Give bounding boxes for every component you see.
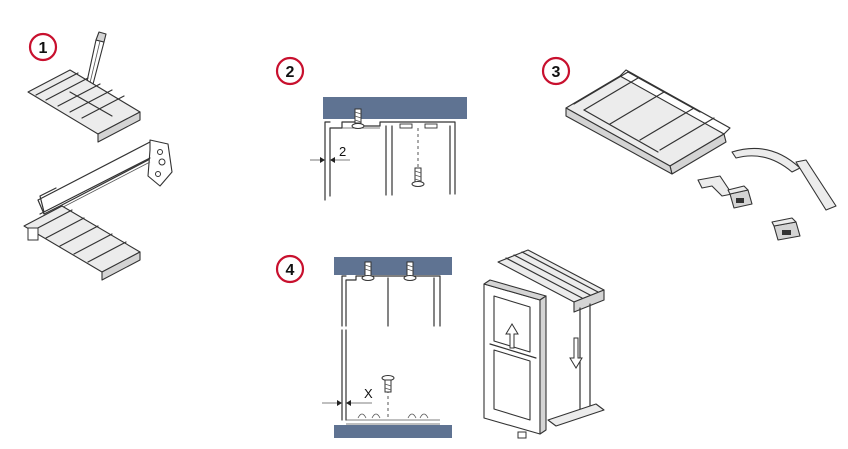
step-1-number: 1 <box>39 40 48 57</box>
step-1-badge: 1 <box>28 32 58 62</box>
gap-dimension: 2 <box>310 144 350 163</box>
hacksaw-icon <box>37 139 173 219</box>
floor-screw-icon <box>381 375 395 393</box>
offset-dimension: X <box>322 386 373 406</box>
ceiling-block <box>323 97 467 119</box>
step-2-panel: 2 <box>275 56 467 201</box>
rail-profile-3d <box>565 69 731 175</box>
screw-icon <box>361 261 417 281</box>
arrow-down-icon <box>569 337 583 369</box>
arrow-up-icon <box>505 323 519 349</box>
step-3-number: 3 <box>552 64 561 81</box>
screw-icon <box>351 108 365 129</box>
top-rail-profile <box>324 121 456 201</box>
ceiling-block-4 <box>334 257 452 275</box>
step-3-panel: 3 <box>541 56 837 241</box>
section-view <box>341 275 441 425</box>
step-4-panel: 4 <box>275 249 605 439</box>
step-3-badge: 3 <box>541 56 571 86</box>
offset-label: X <box>364 386 373 401</box>
loose-screw-icon <box>411 167 425 187</box>
gap-label: 2 <box>339 144 346 159</box>
step-1-panel: 1 <box>23 31 173 281</box>
step-2-number: 2 <box>286 64 295 81</box>
stopper-icon <box>697 175 801 241</box>
brush-strip-icon <box>731 147 837 211</box>
step-4-badge: 4 <box>275 254 305 284</box>
step-2-badge: 2 <box>275 56 305 86</box>
rail-cutting <box>23 205 141 281</box>
door-insertion-3d <box>483 249 605 439</box>
floor-block-4 <box>334 425 452 438</box>
rail-marking <box>27 69 141 143</box>
step-4-number: 4 <box>286 262 295 279</box>
